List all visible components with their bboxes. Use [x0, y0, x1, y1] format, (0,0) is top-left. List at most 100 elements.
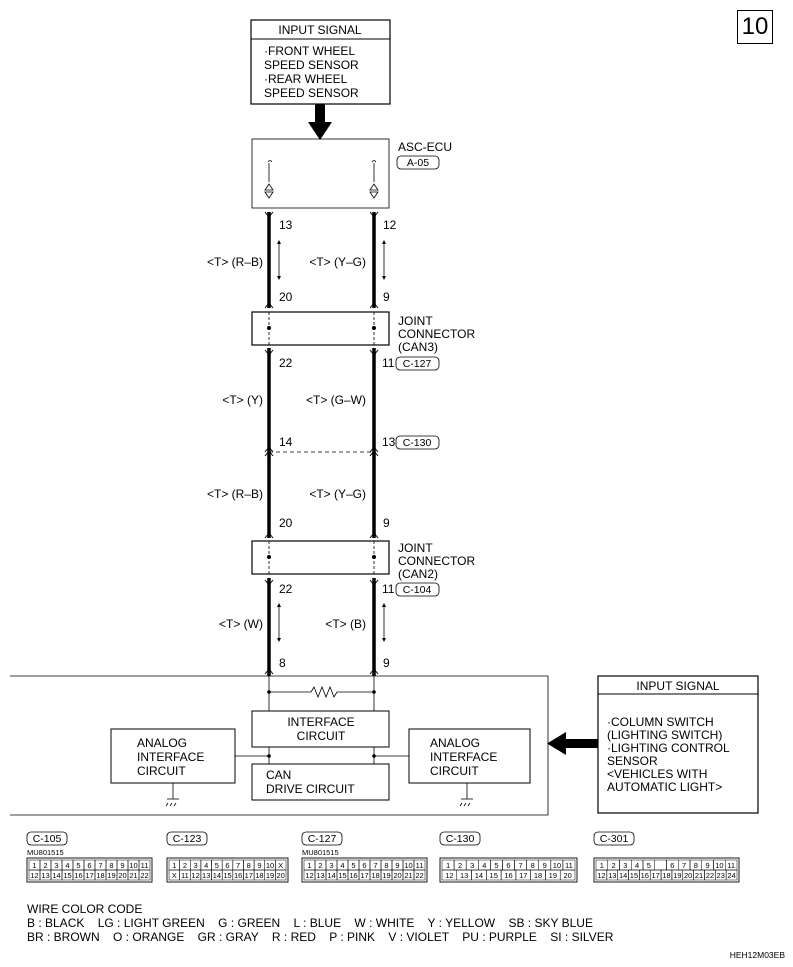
seg4-left-pin-bottom: 8 — [279, 656, 286, 670]
connector-pin-label: 2 — [183, 861, 187, 870]
can2-connector-id: C-104 — [403, 584, 432, 596]
connector-pin-label: 9 — [257, 861, 261, 870]
can2-line-2: CONNECTOR — [398, 554, 475, 568]
connector-pin-label: 8 — [531, 861, 535, 870]
connector-pin-label: 7 — [236, 861, 240, 870]
connector-pin-label: 7 — [98, 861, 102, 870]
connector-pin-label: 19 — [107, 871, 115, 880]
analog-interface-right-box — [408, 728, 531, 784]
connector-pin-label: 4 — [482, 861, 486, 870]
module-outline — [10, 675, 549, 816]
analog-right-line-3: CIRCUIT — [430, 764, 479, 778]
connector-body — [593, 857, 740, 883]
connector-pin-label: 24 — [727, 871, 735, 880]
connector-pin-label: 17 — [360, 871, 368, 880]
top-input-title: INPUT SIGNAL — [278, 23, 361, 37]
connector-part-number: MU801515 — [302, 848, 339, 857]
connector-pin-label: 1 — [600, 861, 604, 870]
can2-line-3: (CAN2) — [398, 567, 438, 581]
asc-ecu-box — [251, 138, 390, 209]
seg1-right-pin-bottom: 9 — [383, 290, 390, 304]
seg4-left-pin-top: 22 — [279, 582, 293, 596]
connector-id-label: C-127 — [308, 833, 337, 845]
wire-color-code-line-1: B : BLACK LG : LIGHT GREEN G : GREEN L :… — [27, 916, 593, 930]
connector-pin-label: 11 — [141, 861, 149, 870]
connector-pin-label: 9 — [120, 861, 124, 870]
top-input-line-1: ·FRONT WHEEL — [264, 44, 355, 58]
connector-pin-label: 1 — [172, 861, 176, 870]
connector-cavity — [275, 869, 287, 881]
connector-pin-label: 5 — [494, 861, 498, 870]
seg3-right-code: <T> (Y–G) — [309, 487, 366, 501]
seg2-left-pin-bottom: 14 — [279, 435, 293, 449]
connector-pin-label: 21 — [129, 871, 137, 880]
connector-pin-label: 11 — [565, 861, 573, 870]
connector-cavity — [413, 869, 426, 881]
interface-circuit-line-2: CIRCUIT — [297, 729, 346, 743]
side-input-line-2: (LIGHTING SWITCH) — [607, 728, 722, 742]
connector-pin-label: 13 — [202, 871, 210, 880]
connector-pin-label: 22 — [415, 871, 423, 880]
connector-pin-label: 16 — [504, 871, 512, 880]
connector-pin-label: 5 — [351, 861, 355, 870]
seg4-right-pin-bottom: 9 — [383, 656, 390, 670]
connector-pin-label: 21 — [695, 871, 703, 880]
connector-pin-label: 10 — [553, 861, 561, 870]
joint-connector-can2 — [251, 540, 390, 575]
seg2-left-pin-top: 22 — [279, 356, 293, 370]
connector-pin-label: 2 — [612, 861, 616, 870]
connector-pin-label: 12 — [445, 871, 453, 880]
connector-pin-label: 17 — [519, 871, 527, 880]
can3-line-1: JOINT — [398, 314, 433, 328]
top-input-signal-box: INPUT SIGNAL ·FRONT WHEEL SPEED SENSOR ·… — [250, 19, 391, 105]
connector-pin-label: 12 — [597, 871, 605, 880]
connector-pin-label: 20 — [118, 871, 126, 880]
connector-pin-label: 18 — [371, 871, 379, 880]
connector-pin-label: X — [278, 861, 283, 870]
connector-pin-label: 6 — [506, 861, 510, 870]
top-input-line-2: SPEED SENSOR — [264, 58, 359, 72]
connector-pin-label: 12 — [305, 871, 313, 880]
connector-pin-label: 13 — [460, 871, 468, 880]
connector-id-pill — [26, 831, 68, 846]
wire-color-code-line-2: BR : BROWN O : ORANGE GR : GRAY R : RED … — [27, 930, 614, 944]
connector-pin-label: 18 — [662, 871, 670, 880]
connector-pin-label: 23 — [717, 871, 725, 880]
seg2-left-code: <T> (Y) — [222, 393, 263, 407]
connector-pin-label: 2 — [458, 861, 462, 870]
connector-pin-label: 15 — [630, 871, 638, 880]
analog-right-line-1: ANALOG — [430, 736, 480, 750]
connector-pin-label: 10 — [129, 861, 137, 870]
connector-pin-label: 3 — [194, 861, 198, 870]
connector-pin-label: 1 — [446, 861, 450, 870]
connector-pin-label: 4 — [65, 861, 69, 870]
analog-left-line-3: CIRCUIT — [137, 764, 186, 778]
seg1-left-code: <T> (R–B) — [207, 255, 263, 269]
connector-part-number: MU801515 — [27, 848, 64, 857]
connector-pin-label: 7 — [682, 861, 686, 870]
can-wires — [267, 212, 376, 676]
connector-pin-label: 9 — [395, 861, 399, 870]
connector-pin-label: 10 — [404, 861, 412, 870]
connector-id-pill — [593, 831, 635, 846]
connector-pin-label: 15 — [490, 871, 498, 880]
connector-pin-label: 11 — [416, 861, 424, 870]
ground-symbols — [165, 798, 473, 807]
connector-pin-label: 19 — [266, 871, 274, 880]
connector-pin-label: 22 — [140, 871, 148, 880]
seg3-right-pin-bottom: 9 — [383, 516, 390, 530]
connector-pin-label: 20 — [563, 871, 571, 880]
connector-pin-label: 11 — [181, 871, 189, 880]
connector-pin-label: 2 — [318, 861, 322, 870]
can2-line-1: JOINT — [398, 541, 433, 555]
connector-pin-label: 4 — [635, 861, 639, 870]
connector-pin-label: 3 — [623, 861, 627, 870]
connector-pin-label: 8 — [109, 861, 113, 870]
connector-id-label: C-105 — [33, 833, 62, 845]
connector-pin-label: 16 — [234, 871, 242, 880]
connector-pin-label: 9 — [706, 861, 710, 870]
